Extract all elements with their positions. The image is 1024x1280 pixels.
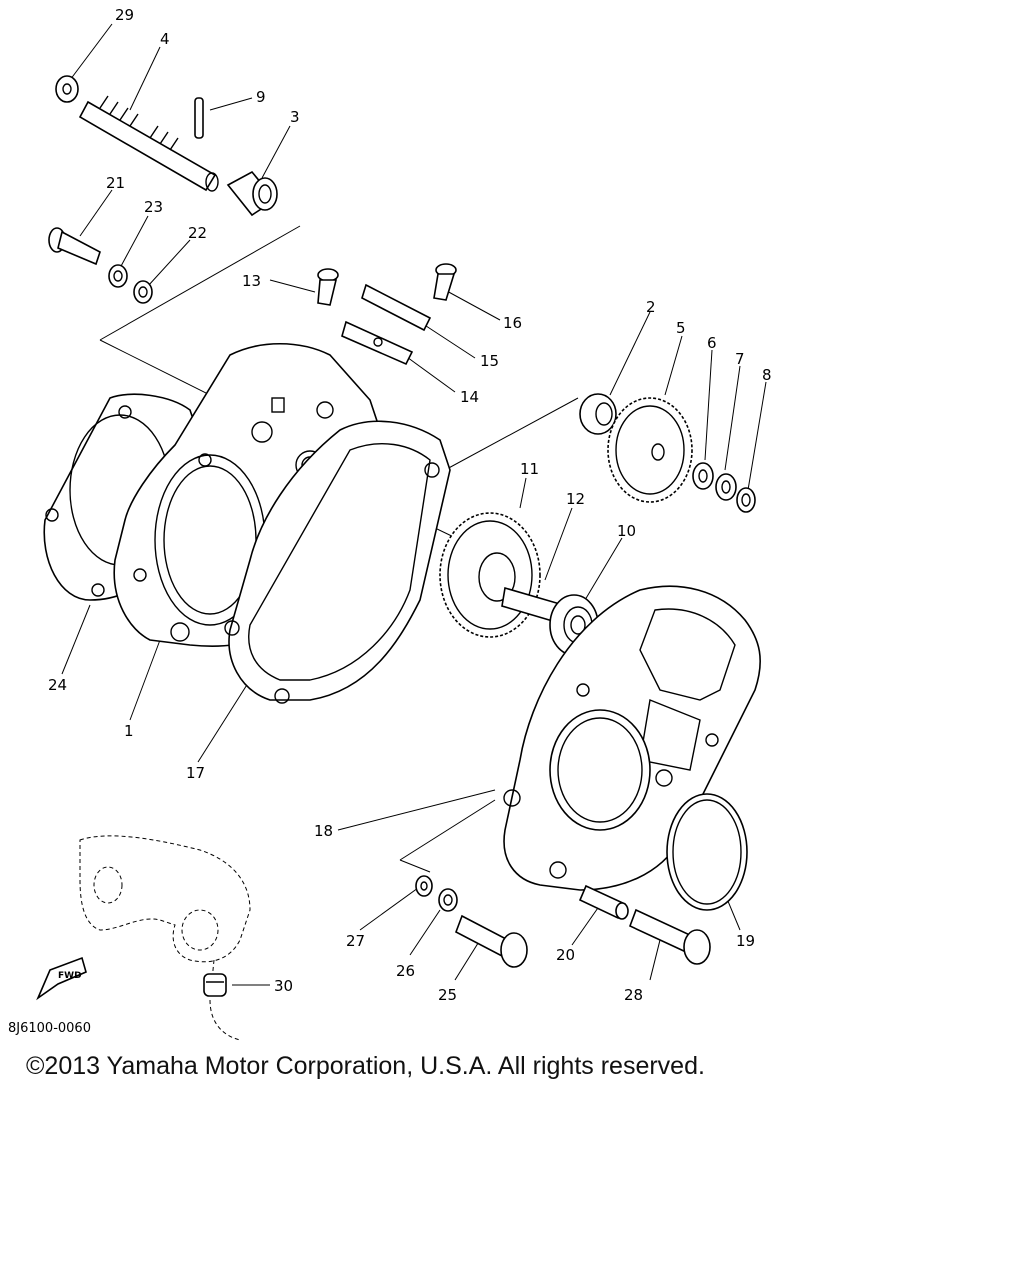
part-28-bolt: [628, 908, 711, 965]
callout-20: 20: [556, 946, 575, 964]
part-30-fitting: [203, 973, 227, 997]
part-18-cover: [503, 585, 761, 891]
part-3-collar: [226, 170, 278, 217]
callout-1: 1: [124, 722, 134, 740]
inset-outlet: [79, 835, 251, 1041]
callout-17: 17: [186, 764, 205, 782]
callout-4: 4: [160, 30, 170, 48]
part-11-gear: [439, 512, 541, 638]
callout-18: 18: [314, 822, 333, 840]
part-4-shaft: [78, 95, 219, 192]
callout-6: 6: [707, 334, 717, 352]
part-2-bearing: [579, 393, 617, 435]
callout-12: 12: [566, 490, 585, 508]
fwd-label: FWD: [58, 971, 82, 981]
part-13-screw: [317, 268, 339, 306]
callout-3: 3: [290, 108, 300, 126]
callout-7: 7: [735, 350, 745, 368]
callout-13: 13: [242, 272, 261, 290]
callout-29: 29: [115, 6, 134, 24]
callout-16: 16: [503, 314, 522, 332]
callout-5: 5: [676, 319, 686, 337]
part-20-dowel: [578, 884, 629, 920]
callout-labels: 29 4 9 3 21 23 22 13 16 15 14 2 5 6 7 8 …: [8, 6, 772, 1036]
part-29-washer: [55, 75, 79, 103]
callout-2: 2: [646, 298, 656, 316]
part-14-gasket: [341, 320, 414, 366]
part-8-nut: [736, 487, 756, 513]
part-21-bolt: [48, 227, 101, 266]
drawing-code: 8J6100-0060: [8, 1021, 91, 1036]
exploded-parts-diagram: FWD 29 4 9 3 21 23 22 13 16 15 14 2 5 6 …: [8, 6, 772, 1041]
part-17-gasket: [224, 420, 451, 704]
callout-14: 14: [460, 388, 479, 406]
callout-28: 28: [624, 986, 643, 1004]
callout-21: 21: [106, 174, 125, 192]
part-26-washer: [438, 888, 458, 912]
callout-19: 19: [736, 932, 755, 950]
part-16-screw: [433, 263, 457, 301]
callout-24: 24: [48, 676, 67, 694]
callout-8: 8: [762, 366, 772, 384]
callout-22: 22: [188, 224, 207, 242]
part-23-washer: [108, 264, 128, 288]
callout-11: 11: [520, 460, 539, 478]
part-6-washer: [692, 462, 714, 490]
part-15-plate: [361, 283, 432, 332]
fwd-arrow-icon: FWD: [36, 956, 87, 1001]
callout-9: 9: [256, 88, 266, 106]
part-25-bolt: [455, 914, 528, 968]
callout-25: 25: [438, 986, 457, 1004]
part-27-washer: [415, 875, 433, 897]
part-9-pin: [194, 97, 204, 139]
callout-10: 10: [617, 522, 636, 540]
callout-30: 30: [274, 977, 293, 995]
copyright-notice: ©2013 Yamaha Motor Corporation, U.S.A. A…: [26, 1052, 705, 1080]
part-19-o-ring: [666, 793, 748, 911]
part-22-washer: [133, 280, 153, 304]
callout-27: 27: [346, 932, 365, 950]
part-5-gear: [607, 397, 693, 503]
part-7-washer: [715, 473, 737, 501]
callout-26: 26: [396, 962, 415, 980]
callout-15: 15: [480, 352, 499, 370]
callout-23: 23: [144, 198, 163, 216]
